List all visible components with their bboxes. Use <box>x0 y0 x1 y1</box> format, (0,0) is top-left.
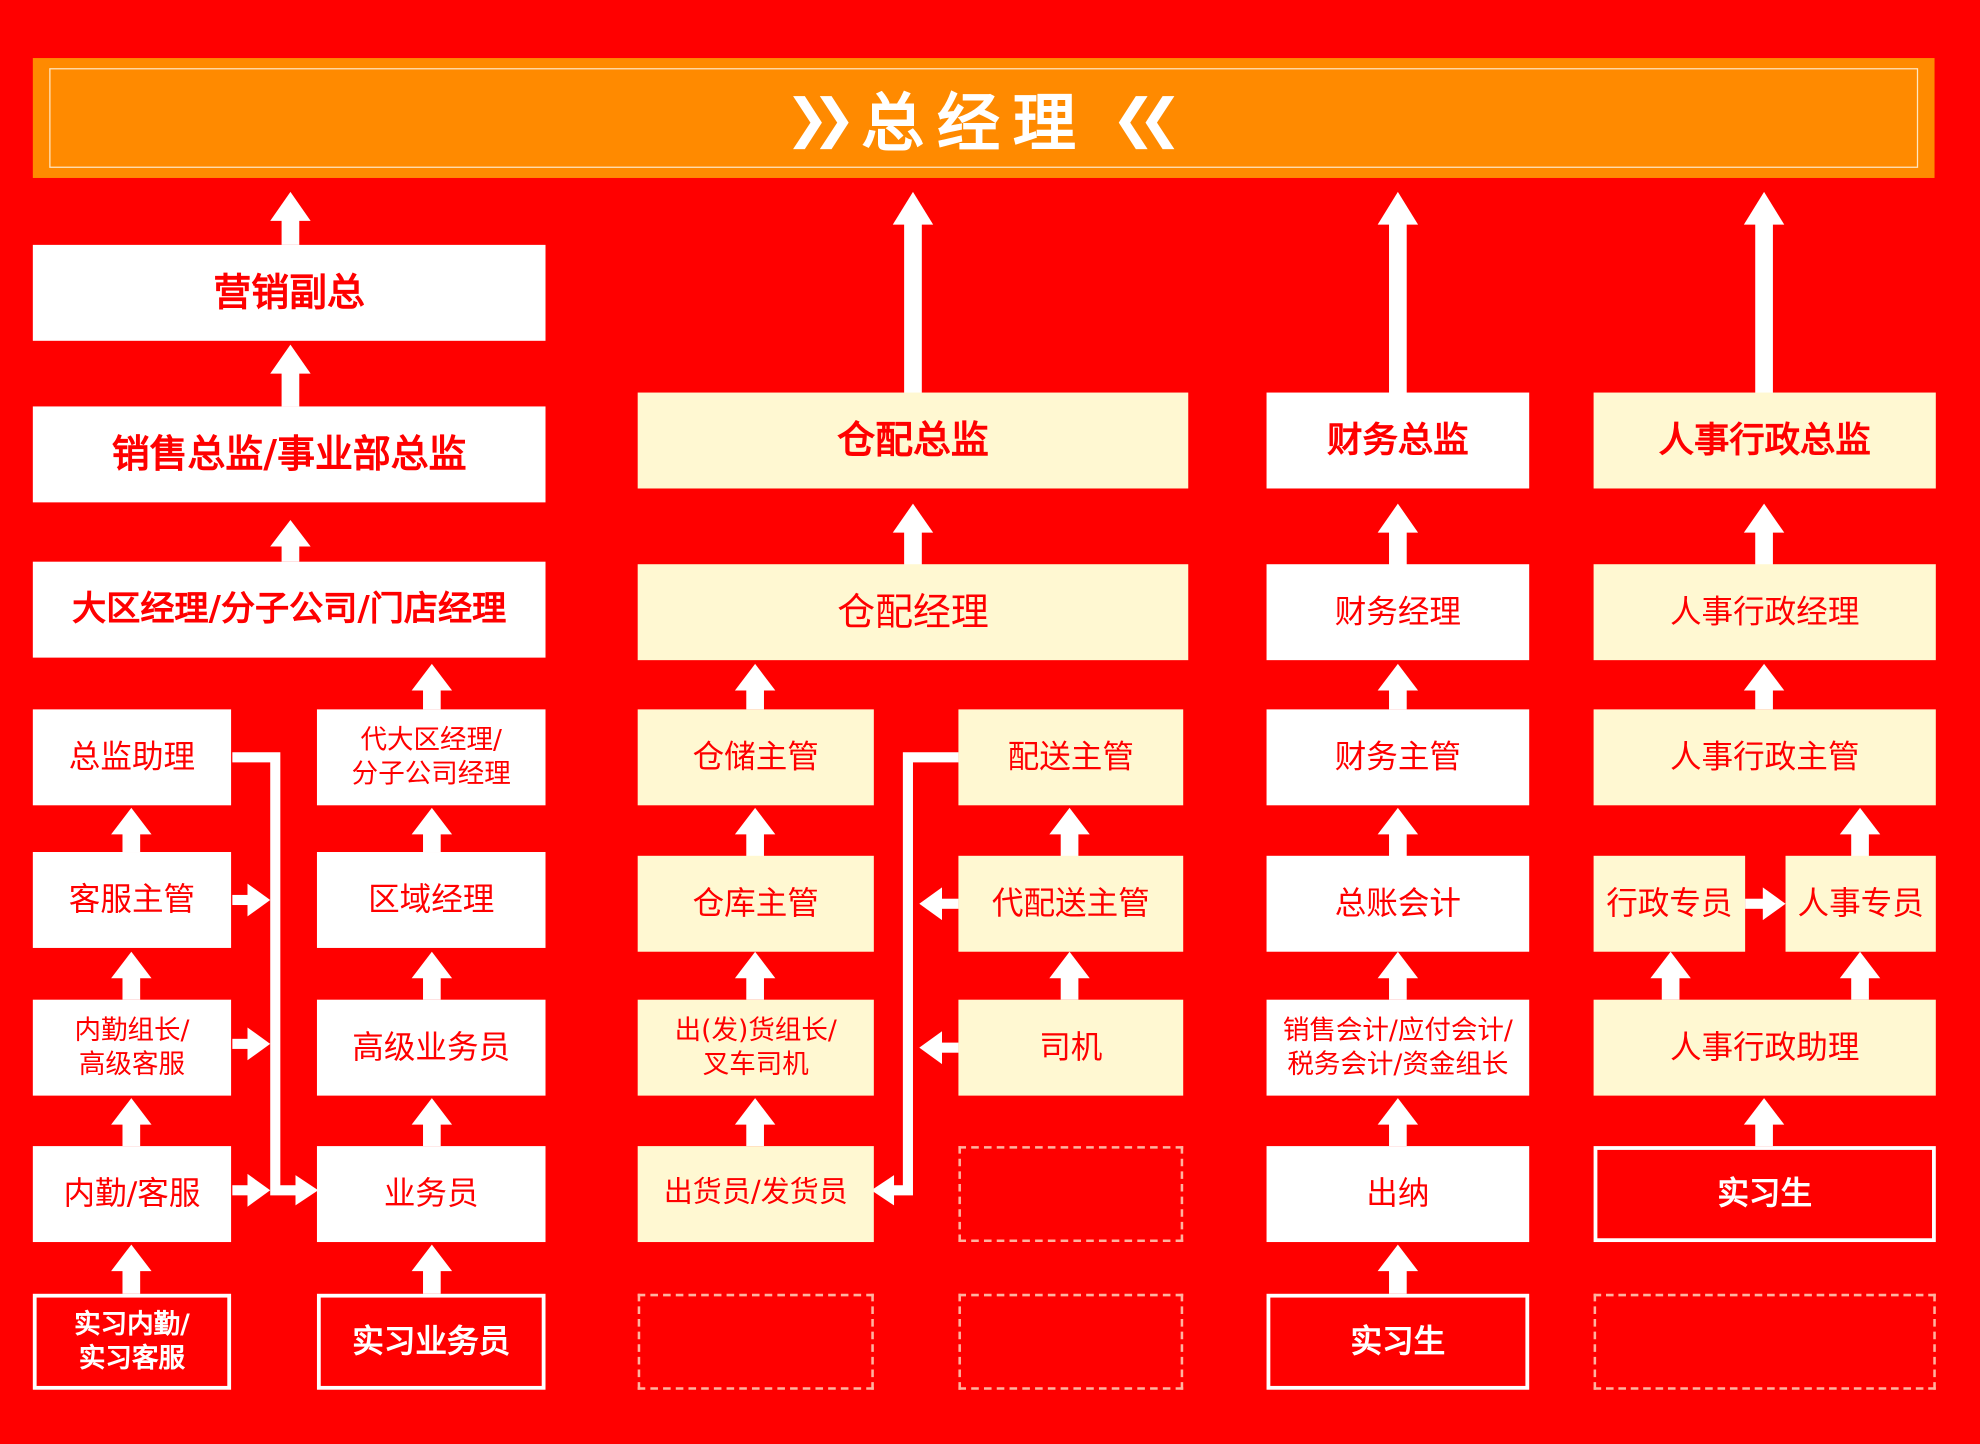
label-logistics-director: 仓配总监 <box>837 418 989 463</box>
box-area-manager: 区域经理 <box>316 852 546 948</box>
box-shipping-clerk: 出货员/发货员 <box>637 1146 874 1243</box>
label-accountants: 销售会计/应付会计/ 税务会计/资金组长 <box>1282 1014 1513 1080</box>
label-storage-supervisor: 仓储主管 <box>692 738 819 775</box>
label-hr-director: 人事行政总监 <box>1658 418 1871 461</box>
box-warehouse-supervisor: 仓库主管 <box>637 855 874 952</box>
box-senior-sales: 高级业务员 <box>316 999 546 1096</box>
label-intern-sales: 实习业务员 <box>352 1322 511 1360</box>
box-hr-director: 人事行政总监 <box>1593 392 1936 489</box>
label-shipping-clerk: 出货员/发货员 <box>663 1176 848 1210</box>
label-director-assistant: 总监助理 <box>68 738 196 775</box>
label-cs-supervisor: 客服主管 <box>68 880 196 918</box>
chevron-left-icon: ❮❮ <box>1111 87 1182 149</box>
box-marketing-vp: 营销副总 <box>32 244 546 341</box>
label-finance-intern: 实习生 <box>1350 1322 1446 1360</box>
box-cs-supervisor: 客服主管 <box>32 852 232 948</box>
box-intern-office: 实习内勤/ 实习客服 <box>32 1293 232 1390</box>
label-hr-intern: 实习生 <box>1717 1174 1813 1212</box>
box-shipping-lead: 出(发)货组长/ 叉车司机 <box>637 999 874 1096</box>
box-ledger-accountant: 总账会计 <box>1266 855 1530 952</box>
box-finance-director: 财务总监 <box>1266 392 1530 489</box>
label-delivery-supervisor: 配送主管 <box>1007 738 1134 775</box>
label-acting-regional: 代大区经理/ 分子公司经理 <box>351 724 511 789</box>
box-placeholder-hr <box>1593 1293 1936 1390</box>
box-sales-rep: 业务员 <box>316 1146 546 1243</box>
box-hr-intern: 实习生 <box>1593 1146 1936 1243</box>
box-hr-assistant: 人事行政助理 <box>1593 999 1936 1096</box>
gm-banner-frame: ❯❯ 总经理 ❮❮ <box>49 68 1919 168</box>
box-placeholder-logistics-1 <box>637 1293 874 1390</box>
box-storage-supervisor: 仓储主管 <box>637 709 874 806</box>
box-logistics-manager: 仓配经理 <box>637 564 1189 661</box>
label-regional-manager: 大区经理/分子公司/门店经理 <box>72 590 507 630</box>
label-intern-office: 实习内勤/ 实习客服 <box>74 1308 190 1374</box>
label-hr-supervisor: 人事行政主管 <box>1669 738 1860 775</box>
box-driver: 司机 <box>958 999 1184 1096</box>
box-office-cs: 内勤/客服 <box>32 1146 232 1243</box>
box-delivery-supervisor: 配送主管 <box>958 709 1184 806</box>
label-area-manager: 区域经理 <box>368 880 495 918</box>
chevron-right-icon: ❯❯ <box>784 87 856 149</box>
box-accountants: 销售会计/应付会计/ 税务会计/资金组长 <box>1266 999 1530 1096</box>
box-finance-intern: 实习生 <box>1266 1293 1530 1390</box>
gm-banner: ❯❯ 总经理 ❮❮ <box>32 58 1935 178</box>
label-ledger-accountant: 总账会计 <box>1334 884 1462 922</box>
label-office-cs: 内勤/客服 <box>63 1174 201 1212</box>
label-cashier: 出纳 <box>1366 1174 1430 1212</box>
box-finance-manager: 财务经理 <box>1266 564 1530 661</box>
label-hr-specialist: 人事专员 <box>1797 884 1924 922</box>
label-sales-director: 销售总监/事业部总监 <box>111 432 467 477</box>
box-office-lead: 内勤组长/ 高级客服 <box>32 999 232 1096</box>
gm-title: 总经理 <box>861 85 1089 160</box>
box-logistics-director: 仓配总监 <box>637 392 1189 489</box>
label-office-lead: 内勤组长/ 高级客服 <box>74 1014 190 1080</box>
label-hr-assistant: 人事行政助理 <box>1669 1028 1860 1066</box>
label-senior-sales: 高级业务员 <box>352 1028 511 1066</box>
box-hr-manager: 人事行政经理 <box>1593 564 1936 661</box>
box-acting-delivery: 代配送主管 <box>958 855 1184 952</box>
label-admin-specialist: 行政专员 <box>1606 884 1733 922</box>
label-finance-manager: 财务经理 <box>1334 592 1462 630</box>
label-warehouse-supervisor: 仓库主管 <box>692 884 819 922</box>
box-acting-regional: 代大区经理/ 分子公司经理 <box>316 709 546 806</box>
box-regional-manager: 大区经理/分子公司/门店经理 <box>32 561 546 658</box>
label-acting-delivery: 代配送主管 <box>991 884 1150 922</box>
label-logistics-manager: 仓配经理 <box>837 590 989 635</box>
label-driver: 司机 <box>1039 1028 1103 1066</box>
label-shipping-lead: 出(发)货组长/ 叉车司机 <box>674 1014 837 1080</box>
label-hr-manager: 人事行政经理 <box>1669 592 1860 630</box>
box-admin-specialist: 行政专员 <box>1593 855 1746 952</box>
box-director-assistant: 总监助理 <box>32 709 232 806</box>
box-finance-supervisor: 财务主管 <box>1266 709 1530 806</box>
label-finance-supervisor: 财务主管 <box>1334 738 1462 775</box>
label-marketing-vp: 营销副总 <box>213 270 365 315</box>
box-hr-supervisor: 人事行政主管 <box>1593 709 1936 806</box>
label-finance-director: 财务总监 <box>1327 418 1469 461</box>
box-hr-specialist: 人事专员 <box>1785 855 1936 952</box>
box-sales-director: 销售总监/事业部总监 <box>32 406 546 503</box>
box-intern-sales: 实习业务员 <box>316 1293 546 1390</box>
box-placeholder-logistics-2 <box>958 1146 1184 1243</box>
box-cashier: 出纳 <box>1266 1146 1530 1243</box>
box-placeholder-logistics-3 <box>958 1293 1184 1390</box>
label-sales-rep: 业务员 <box>383 1174 479 1212</box>
